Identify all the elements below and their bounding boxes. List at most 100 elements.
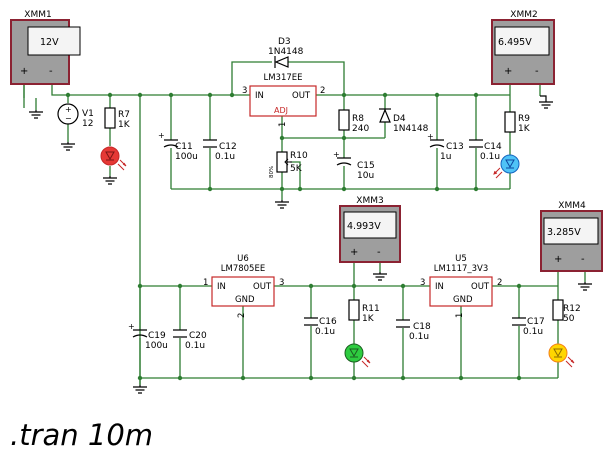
resistor-r7[interactable]: R7 1K <box>104 107 131 130</box>
meter-plus: + <box>554 254 562 265</box>
pin-number-gnd: 2 <box>237 313 247 318</box>
diode-d3[interactable]: D3 1N4148 <box>268 37 304 68</box>
resistor-value: 1K <box>362 314 375 324</box>
pin-adj-label: ADJ <box>274 106 288 115</box>
meter-name: XMM2 <box>510 10 537 20</box>
resistor-r9[interactable]: R9 1K <box>504 111 531 134</box>
capacitor-c13[interactable]: + C13 1u <box>427 132 464 162</box>
voltage-source-v1[interactable]: + − V1 12 <box>57 103 94 129</box>
capacitor-ref: C14 <box>484 142 502 152</box>
meter-plus: + <box>350 247 358 258</box>
capacitor-c19[interactable]: + C19 100u <box>128 322 168 351</box>
pin-number-out: 2 <box>320 86 325 96</box>
pin-number-in: 3 <box>242 86 247 96</box>
wiper-percent: 80% <box>269 166 275 178</box>
pin-out-label: OUT <box>292 91 311 101</box>
resistor-ref: R9 <box>518 114 530 124</box>
regulator-ref: U5 <box>455 254 467 264</box>
capacitor-ref: C15 <box>357 161 375 171</box>
resistor-ref: R10 <box>290 151 308 161</box>
capacitor-value: 100u <box>145 341 168 351</box>
resistor-r12[interactable]: R12 50 <box>552 299 581 324</box>
meter-name: XMM4 <box>558 201 586 211</box>
capacitor-c16[interactable]: C16 0.1u <box>304 317 337 337</box>
pin-number-out: 3 <box>279 278 284 288</box>
led-blue[interactable] <box>493 154 520 179</box>
capacitor-c18[interactable]: C18 0.1u <box>396 319 431 342</box>
resistor-ref: R12 <box>563 304 581 314</box>
resistor-r8[interactable]: R8 240 <box>338 109 369 134</box>
resistor-value: 1K <box>118 120 131 130</box>
meter-minus: - <box>581 254 585 265</box>
meter-reading: 4.993V <box>347 221 381 232</box>
resistor-ref: R8 <box>352 114 364 124</box>
pin-in-label: IN <box>255 91 264 101</box>
meter-minus: - <box>377 247 381 258</box>
meter-plus: + <box>504 66 512 77</box>
regulator-u5[interactable]: U5 LM1117_3V3 IN OUT GND 3 2 1 <box>420 254 502 318</box>
led-red[interactable] <box>100 146 127 171</box>
resistor-ref: R11 <box>362 304 380 314</box>
pin-out-label: OUT <box>471 282 490 292</box>
spice-directive: .tran 10m <box>10 418 154 452</box>
resistor-r11[interactable]: R11 1K <box>348 299 380 324</box>
capacitor-ref: C13 <box>446 142 464 152</box>
multimeter-xmm4[interactable]: XMM4 3.285V + - <box>540 201 603 272</box>
multimeter-xmm2[interactable]: XMM2 6.495V + - <box>491 10 555 85</box>
regulator-lm317[interactable]: LM317EE IN OUT ADJ 3 2 1 <box>242 73 325 127</box>
pin-number-adj: 1 <box>278 122 288 127</box>
pin-number-in: 3 <box>420 278 425 288</box>
meter-reading: 12V <box>40 37 59 48</box>
capacitor-value: 0.1u <box>523 327 543 337</box>
diode-value: 1N4148 <box>393 124 429 134</box>
source-value: 12 <box>82 119 93 129</box>
regulator-ref: U6 <box>237 254 249 264</box>
pin-in-label: IN <box>217 282 226 292</box>
capacitor-c15[interactable]: + C15 10u <box>333 150 375 181</box>
junctions <box>65 92 522 381</box>
regulator-part: LM1117_3V3 <box>434 264 489 274</box>
resistor-value: 5K <box>290 164 303 174</box>
meter-reading: 3.285V <box>547 227 581 238</box>
meter-name: XMM1 <box>24 10 51 20</box>
capacitor-c11[interactable]: + C11 100u <box>158 131 198 162</box>
led-green[interactable] <box>344 343 371 368</box>
capacitor-value: 0.1u <box>315 327 335 337</box>
diode-ref: D3 <box>278 37 291 47</box>
multimeter-xmm1[interactable]: XMM1 12V + - <box>10 10 81 85</box>
capacitor-c14[interactable]: C14 0.1u <box>469 139 502 162</box>
svg-text:+: + <box>333 150 340 159</box>
regulator-u6[interactable]: U6 LM7805EE IN OUT GND 1 3 2 <box>203 254 284 318</box>
resistor-value: 50 <box>563 314 575 324</box>
pin-in-label: IN <box>435 282 444 292</box>
capacitor-ref: C12 <box>219 142 237 152</box>
diode-ref: D4 <box>393 114 406 124</box>
pin-number-in: 1 <box>203 278 208 288</box>
multimeter-xmm3[interactable]: XMM3 4.993V + - <box>339 196 401 263</box>
svg-text:+: + <box>65 105 72 114</box>
svg-text:+: + <box>158 131 165 140</box>
ground-symbols <box>29 95 592 394</box>
capacitor-value: 100u <box>175 152 198 162</box>
capacitor-value: 0.1u <box>185 341 205 351</box>
diode-d4[interactable]: D4 1N4148 <box>379 108 429 134</box>
meter-minus: - <box>49 66 53 77</box>
capacitor-ref: C20 <box>189 331 207 341</box>
svg-text:+: + <box>128 322 135 331</box>
led-yellow[interactable] <box>548 343 575 368</box>
capacitor-value: 0.1u <box>480 152 500 162</box>
pin-number-out: 2 <box>497 278 502 288</box>
resistor-value: 1K <box>518 124 531 134</box>
pin-gnd-label: GND <box>235 295 255 305</box>
capacitor-value: 10u <box>357 171 374 181</box>
capacitor-c12[interactable]: C12 0.1u <box>203 139 237 162</box>
meter-minus: - <box>535 66 539 77</box>
meter-reading: 6.495V <box>498 37 532 48</box>
source-ref: V1 <box>82 109 94 119</box>
capacitor-ref: C19 <box>148 331 166 341</box>
capacitor-c17[interactable]: C17 0.1u <box>512 317 545 337</box>
potentiometer-r10[interactable]: R10 5K 80% <box>269 151 308 178</box>
capacitor-c20[interactable]: C20 0.1u <box>173 329 207 351</box>
meter-plus: + <box>20 66 28 77</box>
capacitor-ref: C17 <box>527 317 545 327</box>
